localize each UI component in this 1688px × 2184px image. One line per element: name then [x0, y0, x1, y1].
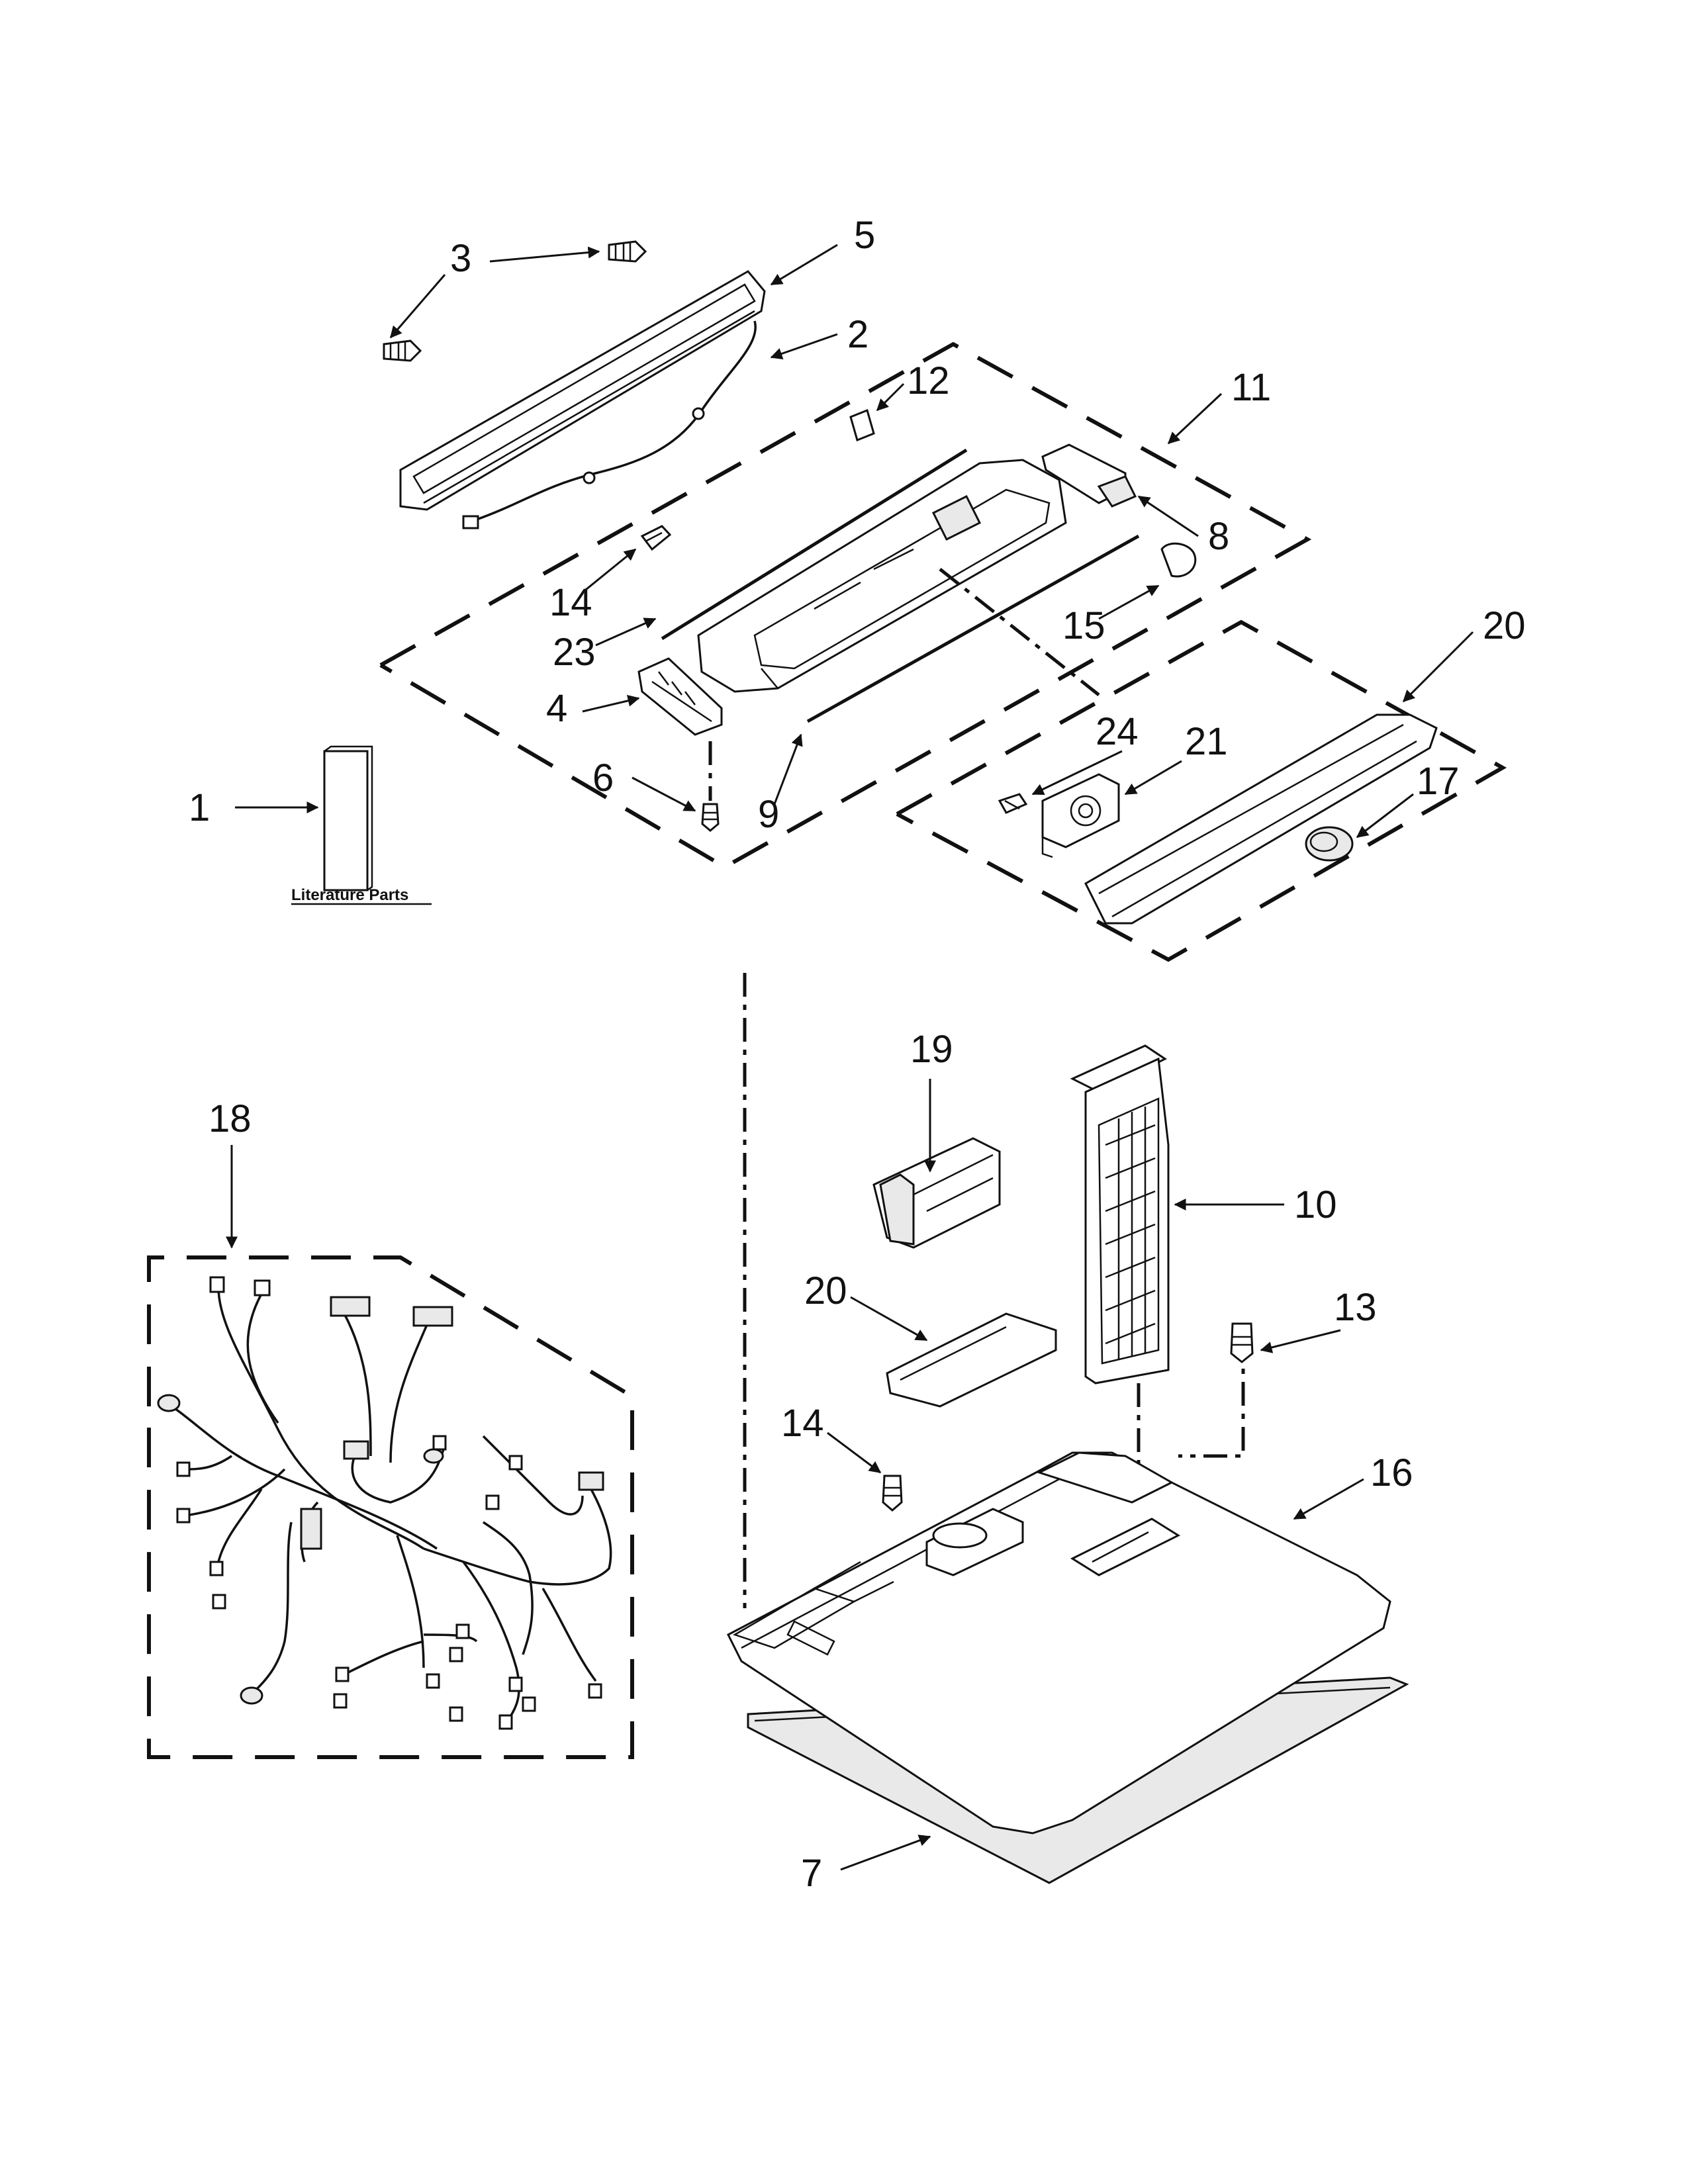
callout-6: 6 — [592, 756, 614, 799]
callout-21: 20 — [1483, 604, 1526, 647]
console-rod-lower — [806, 534, 1140, 723]
screw-top — [608, 240, 647, 263]
console-clip-right — [1160, 542, 1197, 578]
lid-latch — [1041, 773, 1120, 858]
callout-5: 5 — [854, 214, 875, 257]
console-end-bracket — [1041, 443, 1137, 508]
leader-arrows — [226, 244, 1474, 1871]
callout-15: 15 — [1062, 604, 1105, 647]
callout-14-lower: 14 — [781, 1402, 824, 1445]
callout-14-upper: 14 — [549, 581, 592, 624]
console-assembly-outline — [379, 341, 1312, 870]
callout-1: 1 — [189, 786, 210, 829]
callout-23: 23 — [553, 631, 596, 674]
callout-22: 21 — [1185, 720, 1228, 763]
screw-small — [701, 803, 720, 832]
callout-3: 3 — [450, 237, 471, 280]
console-clip — [849, 408, 875, 442]
dryer-lid — [1084, 713, 1438, 925]
callout-7: 7 — [801, 1852, 822, 1895]
dryer-top-panel — [727, 1451, 1391, 1835]
callout-16: 16 — [1370, 1451, 1413, 1494]
console-back-panel — [399, 270, 766, 511]
lid-assembly-outline — [896, 619, 1507, 962]
lint-filter — [1070, 1044, 1170, 1385]
callout-13: 13 — [1334, 1286, 1377, 1329]
lid-bumper — [1305, 826, 1354, 862]
filter-cover-plate — [886, 1312, 1057, 1408]
console-wire — [462, 320, 757, 529]
callout-12: 12 — [907, 359, 950, 402]
harness-outline — [147, 1255, 634, 1759]
callout-10: 10 — [1294, 1183, 1337, 1226]
callout-17: 17 — [1417, 760, 1460, 803]
callout-8: 8 — [1208, 515, 1229, 558]
literature-parts-book — [323, 745, 373, 891]
callout-18: 18 — [209, 1097, 252, 1140]
console-rod-upper — [661, 448, 968, 641]
screw-right — [1230, 1322, 1254, 1363]
console-body — [697, 459, 1067, 693]
callout-11: 11 — [1231, 366, 1271, 409]
literature-parts-caption: Literature Parts — [291, 886, 408, 904]
screw-console — [640, 525, 672, 551]
callout-4: 4 — [546, 687, 567, 730]
screw-top-panel — [882, 1475, 903, 1512]
screw-lid — [998, 793, 1028, 814]
screw-left — [383, 340, 422, 362]
console-end-piece — [637, 657, 723, 736]
callout-24: 24 — [1096, 710, 1139, 753]
top-bracket — [872, 1137, 1001, 1249]
wire-harness — [157, 1276, 612, 1730]
callout-19: 19 — [910, 1028, 953, 1071]
callout-2: 2 — [847, 313, 868, 356]
axis-line-console — [939, 568, 1100, 696]
callout-20: 20 — [804, 1269, 847, 1312]
